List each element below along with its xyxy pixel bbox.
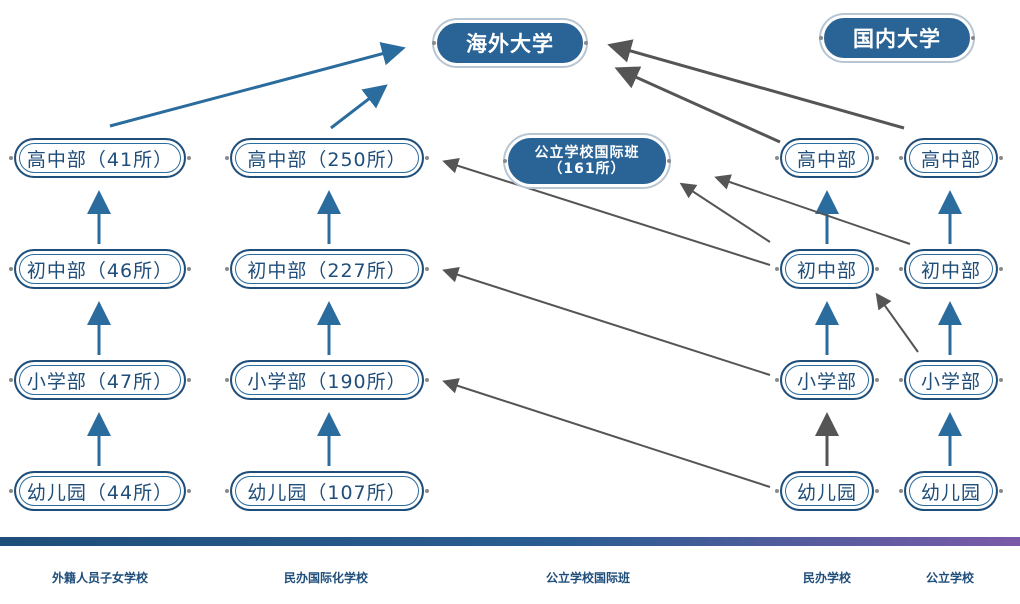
category-public-intl-classes: 公立学校国际班 — [545, 571, 631, 585]
arrow — [442, 267, 771, 376]
overseas-university-node: 海外大学 — [432, 23, 588, 63]
arrow — [442, 158, 771, 266]
private-kindergarten-node: 幼儿园 — [775, 471, 879, 511]
private-middle-school-node: 初中部 — [775, 249, 879, 289]
public-kindergarten-node: 幼儿园 — [899, 471, 1003, 511]
public-intl-class-node: 公立学校国际班 （161所） — [503, 138, 671, 184]
arrow — [714, 174, 911, 245]
foreign-staff-high-school-node: 高中部（41所） — [9, 138, 191, 178]
private-intl-kindergarten-node: 幼儿园（107所） — [225, 471, 429, 511]
arrow — [679, 182, 771, 243]
arrow — [330, 84, 388, 130]
arrow — [614, 66, 781, 144]
category-private-intl-schools: 民办国际化学校 — [283, 571, 369, 585]
category-public-schools: 公立学校 — [925, 571, 975, 585]
private-intl-primary-school-node: 小学部（190所） — [225, 360, 429, 400]
private-intl-middle-school-node: 初中部（227所） — [225, 249, 429, 289]
public-middle-school-node: 初中部 — [899, 249, 1003, 289]
category-private-schools: 民办学校 — [802, 571, 852, 585]
foreign-staff-kindergarten-node: 幼儿园（44所） — [9, 471, 191, 511]
foreign-staff-primary-school-node: 小学部（47所） — [9, 360, 191, 400]
arrow — [875, 292, 919, 353]
public-primary-school-node: 小学部 — [899, 360, 1003, 400]
domestic-university-node: 国内大学 — [819, 18, 975, 58]
foreign-staff-middle-school-node: 初中部（46所） — [9, 249, 191, 289]
private-high-school-node: 高中部 — [775, 138, 879, 178]
private-intl-high-school-node: 高中部（250所） — [225, 138, 429, 178]
category-foreign-staff-schools: 外籍人员子女学校 — [51, 571, 149, 585]
arrow — [109, 42, 406, 128]
arrow — [607, 39, 905, 130]
divider-band — [0, 537, 1020, 546]
arrow — [442, 378, 771, 488]
public-intl-class-count: （161所） — [548, 161, 626, 177]
private-primary-school-node: 小学部 — [775, 360, 879, 400]
public-intl-class-title: 公立学校国际班 — [534, 145, 640, 161]
public-high-school-node: 高中部 — [899, 138, 1003, 178]
